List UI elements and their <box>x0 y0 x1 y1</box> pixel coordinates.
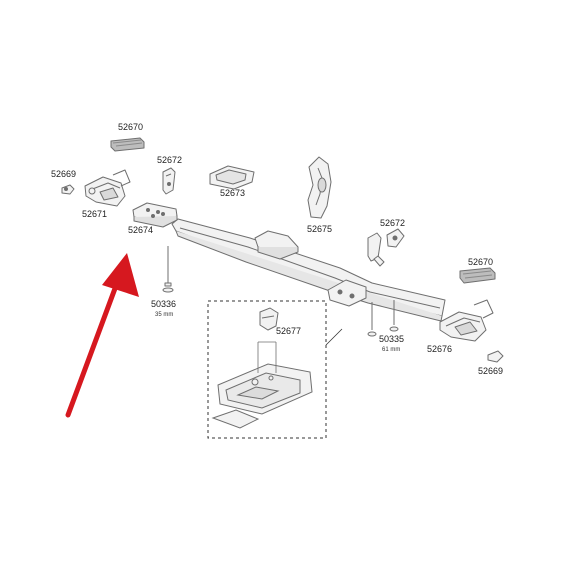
rail-adapter <box>327 279 367 307</box>
label-52669-left: 52669 <box>51 169 77 179</box>
label-52673: 52673 <box>220 188 246 198</box>
clip-52669-right <box>487 350 504 363</box>
label-52671: 52671 <box>82 209 108 219</box>
detail-inset <box>207 300 343 439</box>
clip-52669-left <box>61 184 75 195</box>
frame-clamp-52675 <box>307 156 332 219</box>
bracket-52672-left <box>162 167 176 195</box>
label-52675: 52675 <box>307 224 333 234</box>
bolt-50335-a <box>367 302 377 337</box>
bolt-50335-b <box>389 300 399 332</box>
label-50336-length: 35 mm <box>155 312 174 318</box>
wheel-holder-52676 <box>439 299 494 342</box>
label-52676: 52676 <box>427 344 453 354</box>
latch-lever <box>373 255 385 267</box>
label-52672-left: 52672 <box>157 155 183 165</box>
label-50336: 50336 <box>151 299 177 309</box>
pad-52673 <box>209 165 255 190</box>
label-50335: 50335 <box>379 334 405 344</box>
strap-52670-right <box>459 267 496 284</box>
label-52670-top: 52670 <box>118 122 144 132</box>
label-50335-length: 61 mm <box>382 347 401 353</box>
wheel-tray-rail <box>171 218 446 322</box>
label-52674: 52674 <box>128 225 154 235</box>
bolt-50336 <box>162 246 174 293</box>
label-52672-right: 52672 <box>380 218 406 228</box>
label-52669-right: 52669 <box>478 366 504 376</box>
label-52677: 52677 <box>276 326 302 336</box>
wheel-holder-52671 <box>84 169 131 207</box>
plate-52674 <box>132 202 178 228</box>
strap-52670-left <box>110 137 145 152</box>
red-arrow-icon <box>65 253 139 418</box>
bracket-52672-right <box>367 228 405 262</box>
label-52670-right: 52670 <box>468 257 494 267</box>
